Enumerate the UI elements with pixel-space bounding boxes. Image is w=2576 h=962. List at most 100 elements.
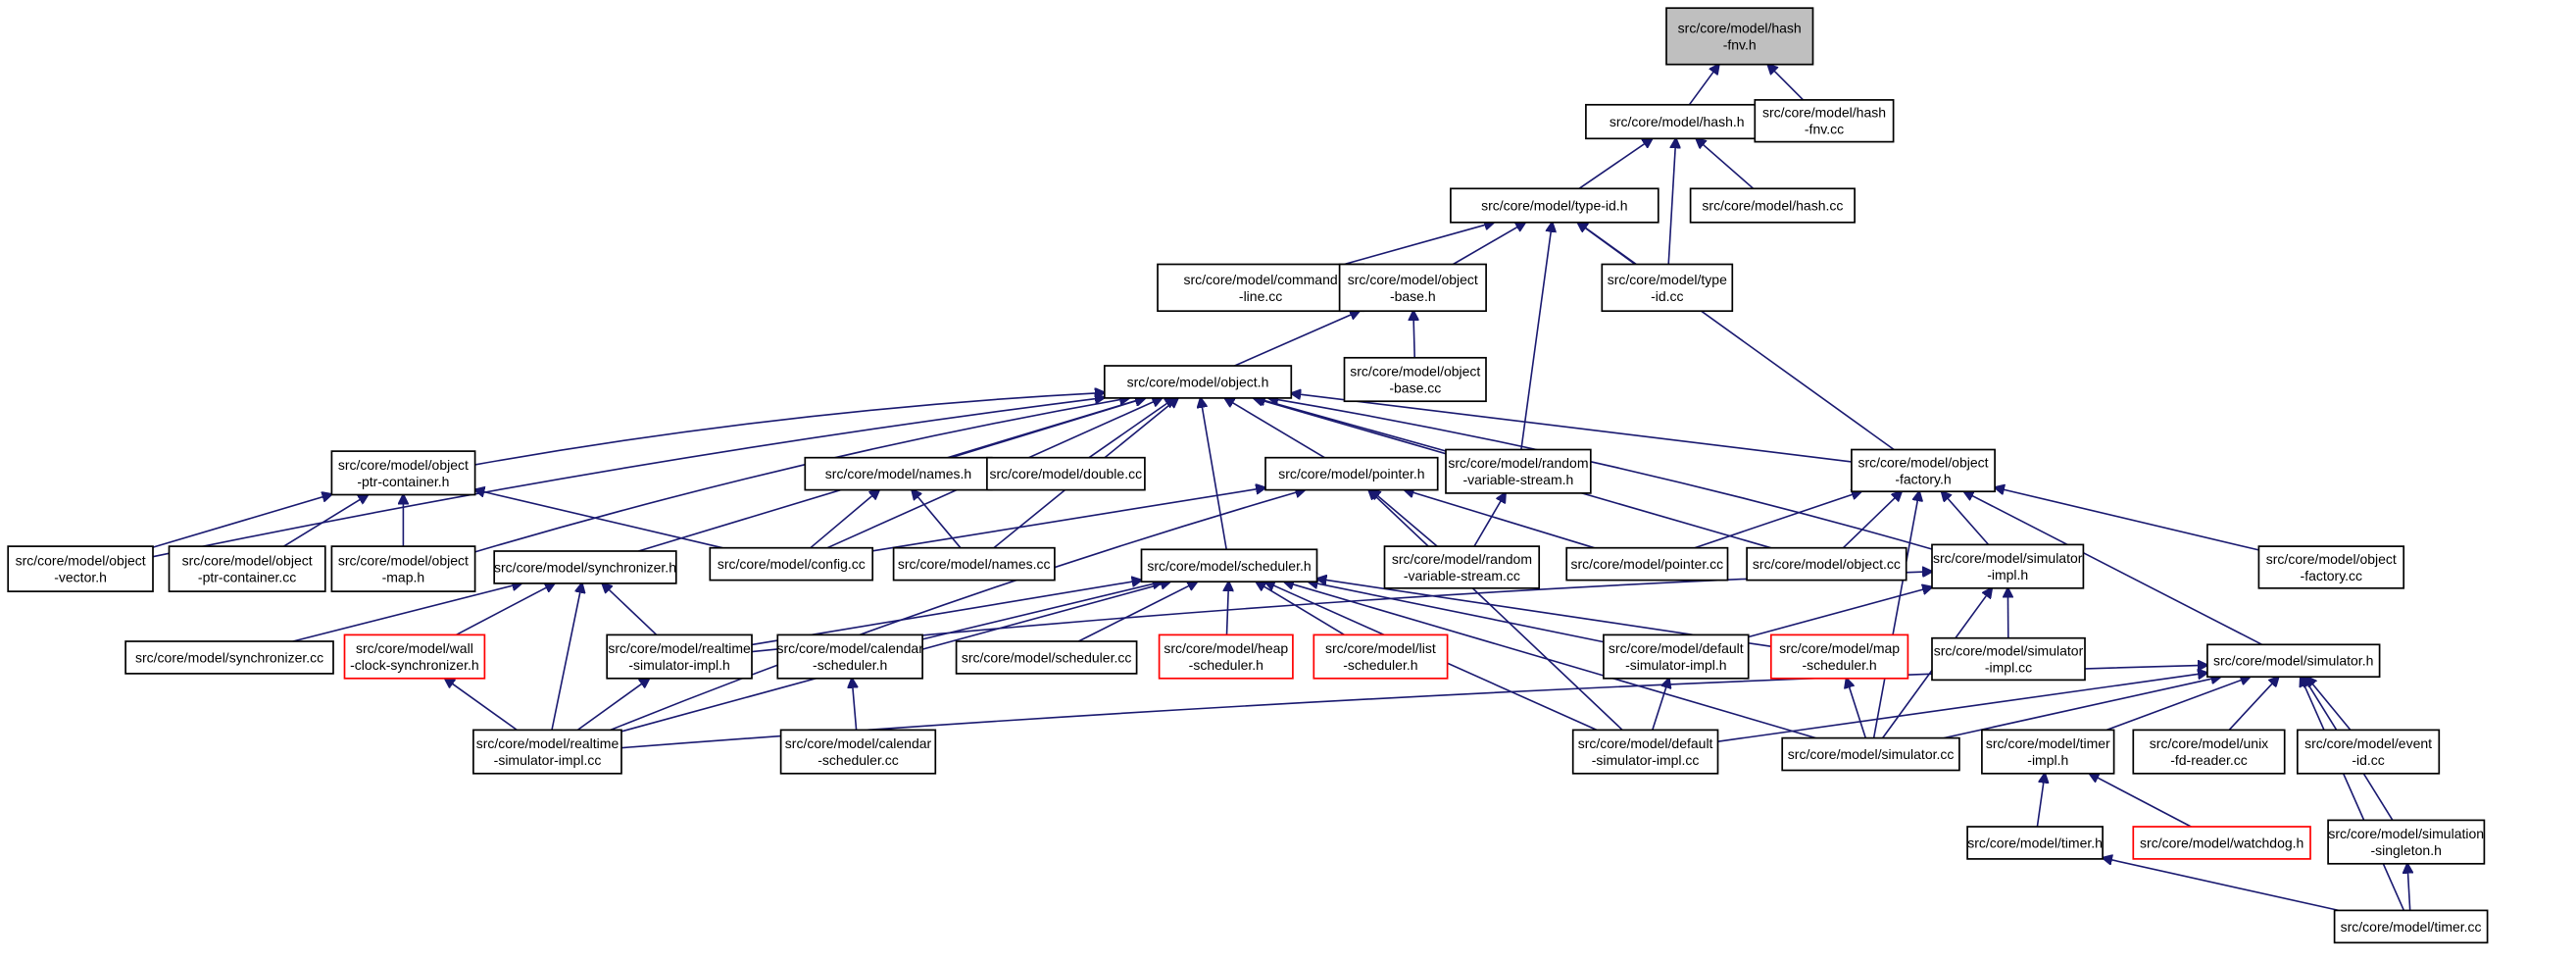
edge-realtime-simulator-impl-cc-to-realtime-simulator-impl-h [576, 679, 649, 732]
node-names-h[interactable]: src/core/model/names.h [804, 456, 993, 491]
node-object-base-h[interactable]: src/core/model/object-base.h [1338, 263, 1487, 313]
node-box [2333, 909, 2489, 944]
node-label: -scheduler.h [1343, 657, 1417, 673]
edge-timer-cc-to-timer-h [2103, 858, 2340, 912]
edge-timer-cc-to-simulation-singleton-h [2407, 864, 2410, 911]
node-command-line-cc[interactable]: src/core/model/command-line.cc [1157, 263, 1365, 313]
node-hash-fnv-h[interactable]: src/core/model/hash-fnv.h [1665, 7, 1814, 66]
node-label: src/core/model/map [1779, 640, 1900, 656]
edge-simulator-impl-h-to-object-factory-h [1942, 491, 1990, 545]
node-simulator-impl-cc[interactable]: src/core/model/simulator-impl.cc [1931, 636, 2086, 682]
edge-default-simulator-impl-cc-to-default-simulator-impl-h [1652, 679, 1669, 731]
node-box [330, 450, 476, 496]
node-event-id-cc[interactable]: src/core/model/event-id.cc [2296, 729, 2441, 775]
edge-default-simulator-impl-h-to-scheduler-h [1309, 582, 1605, 643]
edge-pointer-cc-to-object-factory-h [1694, 491, 1861, 549]
node-timer-impl-h[interactable]: src/core/model/timer-impl.h [1981, 729, 2115, 775]
edge-default-simulator-impl-h-to-simulator-impl-h [1748, 587, 1932, 638]
node-heap-scheduler-h[interactable]: src/core/model/heap-scheduler.h [1158, 633, 1294, 680]
node-box [1313, 633, 1449, 680]
node-label: -fd-reader.cc [2170, 752, 2248, 768]
edge-realtime-simulator-impl-cc-to-synchronizer-h [551, 583, 582, 731]
node-box [1665, 7, 1814, 66]
node-type-id-h[interactable]: src/core/model/type-id.h [1450, 187, 1660, 224]
node-object-h[interactable]: src/core/model/object.h [1103, 365, 1293, 399]
node-label: -line.cc [1239, 288, 1282, 304]
edge-names-h-to-object-h [950, 398, 1145, 459]
node-box [1103, 365, 1293, 399]
node-timer-cc[interactable]: src/core/model/timer.cc [2333, 909, 2489, 944]
node-label: src/core/model/timer.cc [2341, 919, 2482, 935]
node-label: -ptr-container.h [357, 474, 449, 489]
node-object-vector-h[interactable]: src/core/model/object-vector.h [7, 545, 154, 592]
node-calendar-scheduler-cc[interactable]: src/core/model/calendar-scheduler.cc [779, 729, 937, 775]
node-object-map-h[interactable]: src/core/model/object-map.h [330, 545, 476, 592]
edge-hash-h-to-hash-fnv-h [1688, 65, 1718, 106]
node-simulator-cc[interactable]: src/core/model/simulator.cc [1781, 736, 1960, 772]
node-box [955, 640, 1138, 675]
node-hash-fnv-cc[interactable]: src/core/model/hash-fnv.cc [1754, 99, 1895, 143]
node-scheduler-h[interactable]: src/core/model/scheduler.h [1140, 548, 1318, 583]
node-box [804, 456, 993, 491]
node-label: -singleton.h [2371, 842, 2442, 858]
node-timer-h[interactable]: src/core/model/timer.h [1966, 826, 2104, 860]
node-pointer-h[interactable]: src/core/model/pointer.h [1264, 456, 1439, 491]
node-simulation-singleton-h[interactable]: src/core/model/simulation-singleton.h [2327, 819, 2486, 865]
node-watchdog-h[interactable]: src/core/model/watchdog.h [2132, 826, 2311, 860]
node-hash-cc[interactable]: src/core/model/hash.cc [1689, 187, 1856, 224]
node-label: src/core/model/command [1184, 272, 1338, 287]
node-label: src/core/model/calendar [785, 735, 932, 751]
node-label: src/core/model/timer [1986, 735, 2110, 751]
node-default-simulator-impl-h[interactable]: src/core/model/default-simulator-impl.h [1603, 633, 1750, 680]
node-object-factory-h[interactable]: src/core/model/object-factory.h [1851, 448, 1996, 493]
node-simulator-impl-h[interactable]: src/core/model/simulator-impl.h [1931, 543, 2085, 589]
edge-unix-fd-reader-cc-to-simulator-h [2228, 677, 2278, 731]
node-label: -vector.h [54, 570, 107, 585]
node-realtime-simulator-impl-h[interactable]: src/core/model/realtime-simulator-impl.h [606, 633, 753, 680]
node-realtime-simulator-impl-cc[interactable]: src/core/model/realtime-simulator-impl.c… [472, 729, 622, 775]
node-object-base-cc[interactable]: src/core/model/object-base.cc [1343, 356, 1487, 403]
node-pointer-cc[interactable]: src/core/model/pointer.cc [1565, 546, 1729, 582]
node-random-variable-stream-h[interactable]: src/core/model/random-variable-stream.h [1445, 448, 1592, 494]
node-label: src/core/model/synchronizer.cc [135, 649, 323, 665]
node-object-ptr-container-cc[interactable]: src/core/model/object-ptr-container.cc [168, 545, 326, 592]
node-label: src/core/model/watchdog.h [2140, 835, 2304, 850]
node-object-cc[interactable]: src/core/model/object.cc [1746, 546, 1907, 582]
node-config-cc[interactable]: src/core/model/config.cc [709, 546, 874, 582]
node-object-factory-cc[interactable]: src/core/model/object-factory.cc [2257, 545, 2405, 589]
node-label: src/core/model/config.cc [718, 556, 866, 572]
node-label: -id.cc [1651, 288, 1683, 304]
node-label: src/core/model/timer.h [1967, 835, 2103, 850]
node-synchronizer-h[interactable]: src/core/model/synchronizer.h [493, 550, 677, 584]
node-box [2132, 826, 2311, 860]
node-double-cc[interactable]: src/core/model/double.cc [986, 456, 1146, 491]
node-label: -simulator-impl.cc [1592, 752, 1700, 768]
node-random-variable-stream-cc[interactable]: src/core/model/random-variable-stream.cc [1383, 545, 1541, 589]
node-box [343, 633, 486, 680]
edge-object-map-h-to-object-h [474, 398, 1130, 553]
edge-object-base-cc-to-object-base-h [1413, 311, 1414, 358]
node-calendar-scheduler-h[interactable]: src/core/model/calendar-scheduler.h [776, 633, 923, 680]
node-list-scheduler-h[interactable]: src/core/model/list-scheduler.h [1313, 633, 1449, 680]
edge-pointer-h-to-object-h [1225, 398, 1325, 459]
node-label: src/core/model/pointer.h [1278, 466, 1424, 481]
node-scheduler-cc[interactable]: src/core/model/scheduler.cc [955, 640, 1138, 675]
node-map-scheduler-h[interactable]: src/core/model/map-scheduler.h [1769, 633, 1909, 680]
node-box [779, 729, 937, 775]
edge-wall-clock-synchronizer-h-to-synchronizer-h [455, 583, 554, 636]
node-box [1781, 736, 1960, 772]
node-wall-clock-synchronizer-h[interactable]: src/core/model/wall-clock-synchronizer.h [343, 633, 486, 680]
node-box [493, 550, 677, 584]
node-names-cc[interactable]: src/core/model/names.cc [892, 546, 1056, 582]
node-type-id-cc[interactable]: src/core/model/type-id.cc [1601, 263, 1734, 313]
node-hash-h[interactable]: src/core/model/hash.h [1585, 103, 1769, 140]
node-box [709, 546, 874, 582]
edge-timer-impl-h-to-simulator-h [2105, 677, 2250, 732]
node-label: src/core/model/type [1608, 272, 1727, 287]
node-object-ptr-container-h[interactable]: src/core/model/object-ptr-container.h [330, 450, 476, 496]
node-default-simulator-impl-cc[interactable]: src/core/model/default-simulator-impl.cc [1571, 729, 1719, 775]
node-synchronizer-cc[interactable]: src/core/model/synchronizer.cc [124, 640, 334, 675]
node-unix-fd-reader-cc[interactable]: src/core/model/unix-fd-reader.cc [2132, 729, 2286, 775]
node-simulator-h[interactable]: src/core/model/simulator.h [2206, 643, 2381, 679]
